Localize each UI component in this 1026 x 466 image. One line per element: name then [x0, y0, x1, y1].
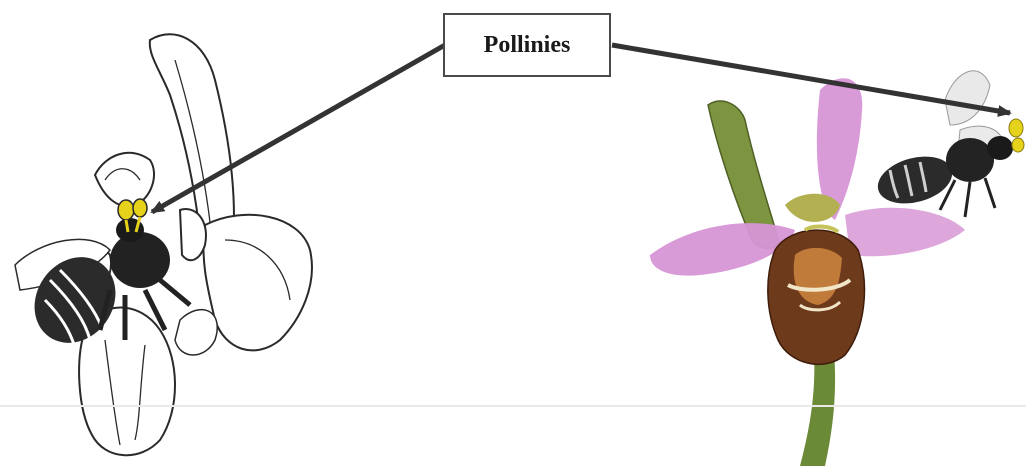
pollinies-label-box: Pollinies: [443, 13, 611, 77]
pollinies-label: Pollinies: [484, 32, 571, 59]
arrow-to-right-pollinia: [612, 45, 1010, 113]
right-orchid-photo-icon: [650, 78, 965, 466]
